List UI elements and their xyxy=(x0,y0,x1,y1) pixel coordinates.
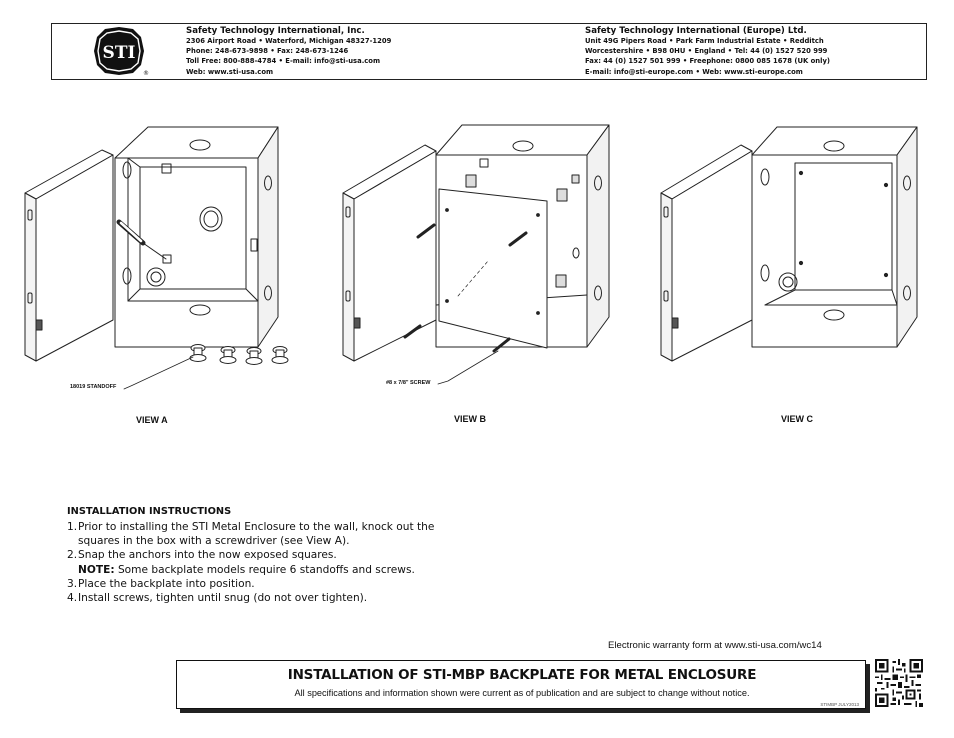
logo-text: STI xyxy=(103,43,136,63)
installation-drawings xyxy=(24,124,918,390)
company-us-tollfree: Toll Free: 800-888-4784 • E-mail: info@s… xyxy=(186,57,381,66)
view-a-label: VIEW A xyxy=(136,415,168,425)
step-number: 2. xyxy=(67,549,78,562)
step-number: 4. xyxy=(67,592,78,605)
view-a-drawing xyxy=(24,126,289,390)
company-eu-region: Worcestershire • B98 0HU • England • Tel… xyxy=(585,47,828,56)
document-code: STIMBP JULY2013 xyxy=(820,702,859,707)
step-text: Snap the anchors into the now exposed sq… xyxy=(78,549,337,562)
instruction-step: 1. Prior to installing the STI Metal Enc… xyxy=(67,520,447,548)
instruction-step: 4. Install screws, tighten until snug (d… xyxy=(67,591,447,605)
company-eu-name: Safety Technology International (Europe)… xyxy=(585,26,807,36)
step-number: 3. xyxy=(67,577,78,590)
view-c-drawing xyxy=(660,126,918,362)
installation-instructions: INSTALLATION INSTRUCTIONS 1. Prior to in… xyxy=(67,506,447,605)
instruction-step: 3. Place the backplate into position. xyxy=(67,577,447,591)
standoff-callout: 18019 STANDOFF xyxy=(70,384,117,390)
footer-box: INSTALLATION OF STI-MBP BACKPLATE FOR ME… xyxy=(176,660,866,709)
note-label: NOTE: xyxy=(78,563,115,576)
step-text: Install screws, tighten until snug (do n… xyxy=(78,592,368,605)
view-b-drawing xyxy=(342,124,610,385)
company-us: Safety Technology International, Inc. 23… xyxy=(186,26,391,77)
instruction-step: 2. Snap the anchors into the now exposed… xyxy=(67,548,447,576)
screw-callout: #8 x 7/8" SCREW xyxy=(386,380,431,386)
company-eu-web: E-mail: info@sti-europe.com • Web: www.s… xyxy=(585,67,803,76)
company-us-web: Web: www.sti-usa.com xyxy=(186,67,274,76)
instructions-heading: INSTALLATION INSTRUCTIONS xyxy=(67,506,232,517)
company-us-phone: Phone: 248-673-9898 • Fax: 248-673-1246 xyxy=(186,47,349,56)
company-eu: Safety Technology International (Europe)… xyxy=(585,26,830,77)
logo-registered: ® xyxy=(143,70,149,77)
instructions-list: 1. Prior to installing the STI Metal Enc… xyxy=(67,520,447,605)
qr-code xyxy=(875,659,923,707)
step-text: Prior to installing the STI Metal Enclos… xyxy=(78,521,435,548)
warranty-link-text: Electronic warranty form at www.sti-usa.… xyxy=(608,640,822,651)
step-text: Place the backplate into position. xyxy=(78,577,255,590)
document-disclaimer: All specifications and information shown… xyxy=(294,688,750,698)
sti-logo: STI ® xyxy=(94,27,149,77)
step-number: 1. xyxy=(67,521,78,533)
company-us-address: 2306 Airport Road • Waterford, Michigan … xyxy=(186,37,392,45)
header-box xyxy=(51,23,927,80)
view-b-label: VIEW B xyxy=(454,414,487,424)
company-eu-fax: Fax: 44 (0) 1527 501 999 • Freephone: 08… xyxy=(585,57,830,66)
company-us-name: Safety Technology International, Inc. xyxy=(186,26,365,36)
note-text: Some backplate models require 6 standoff… xyxy=(114,563,415,576)
company-eu-address: Unit 49G Pipers Road • Park Farm Industr… xyxy=(585,37,824,45)
document-title: INSTALLATION OF STI-MBP BACKPLATE FOR ME… xyxy=(287,667,757,683)
view-c-label: VIEW C xyxy=(781,414,814,424)
